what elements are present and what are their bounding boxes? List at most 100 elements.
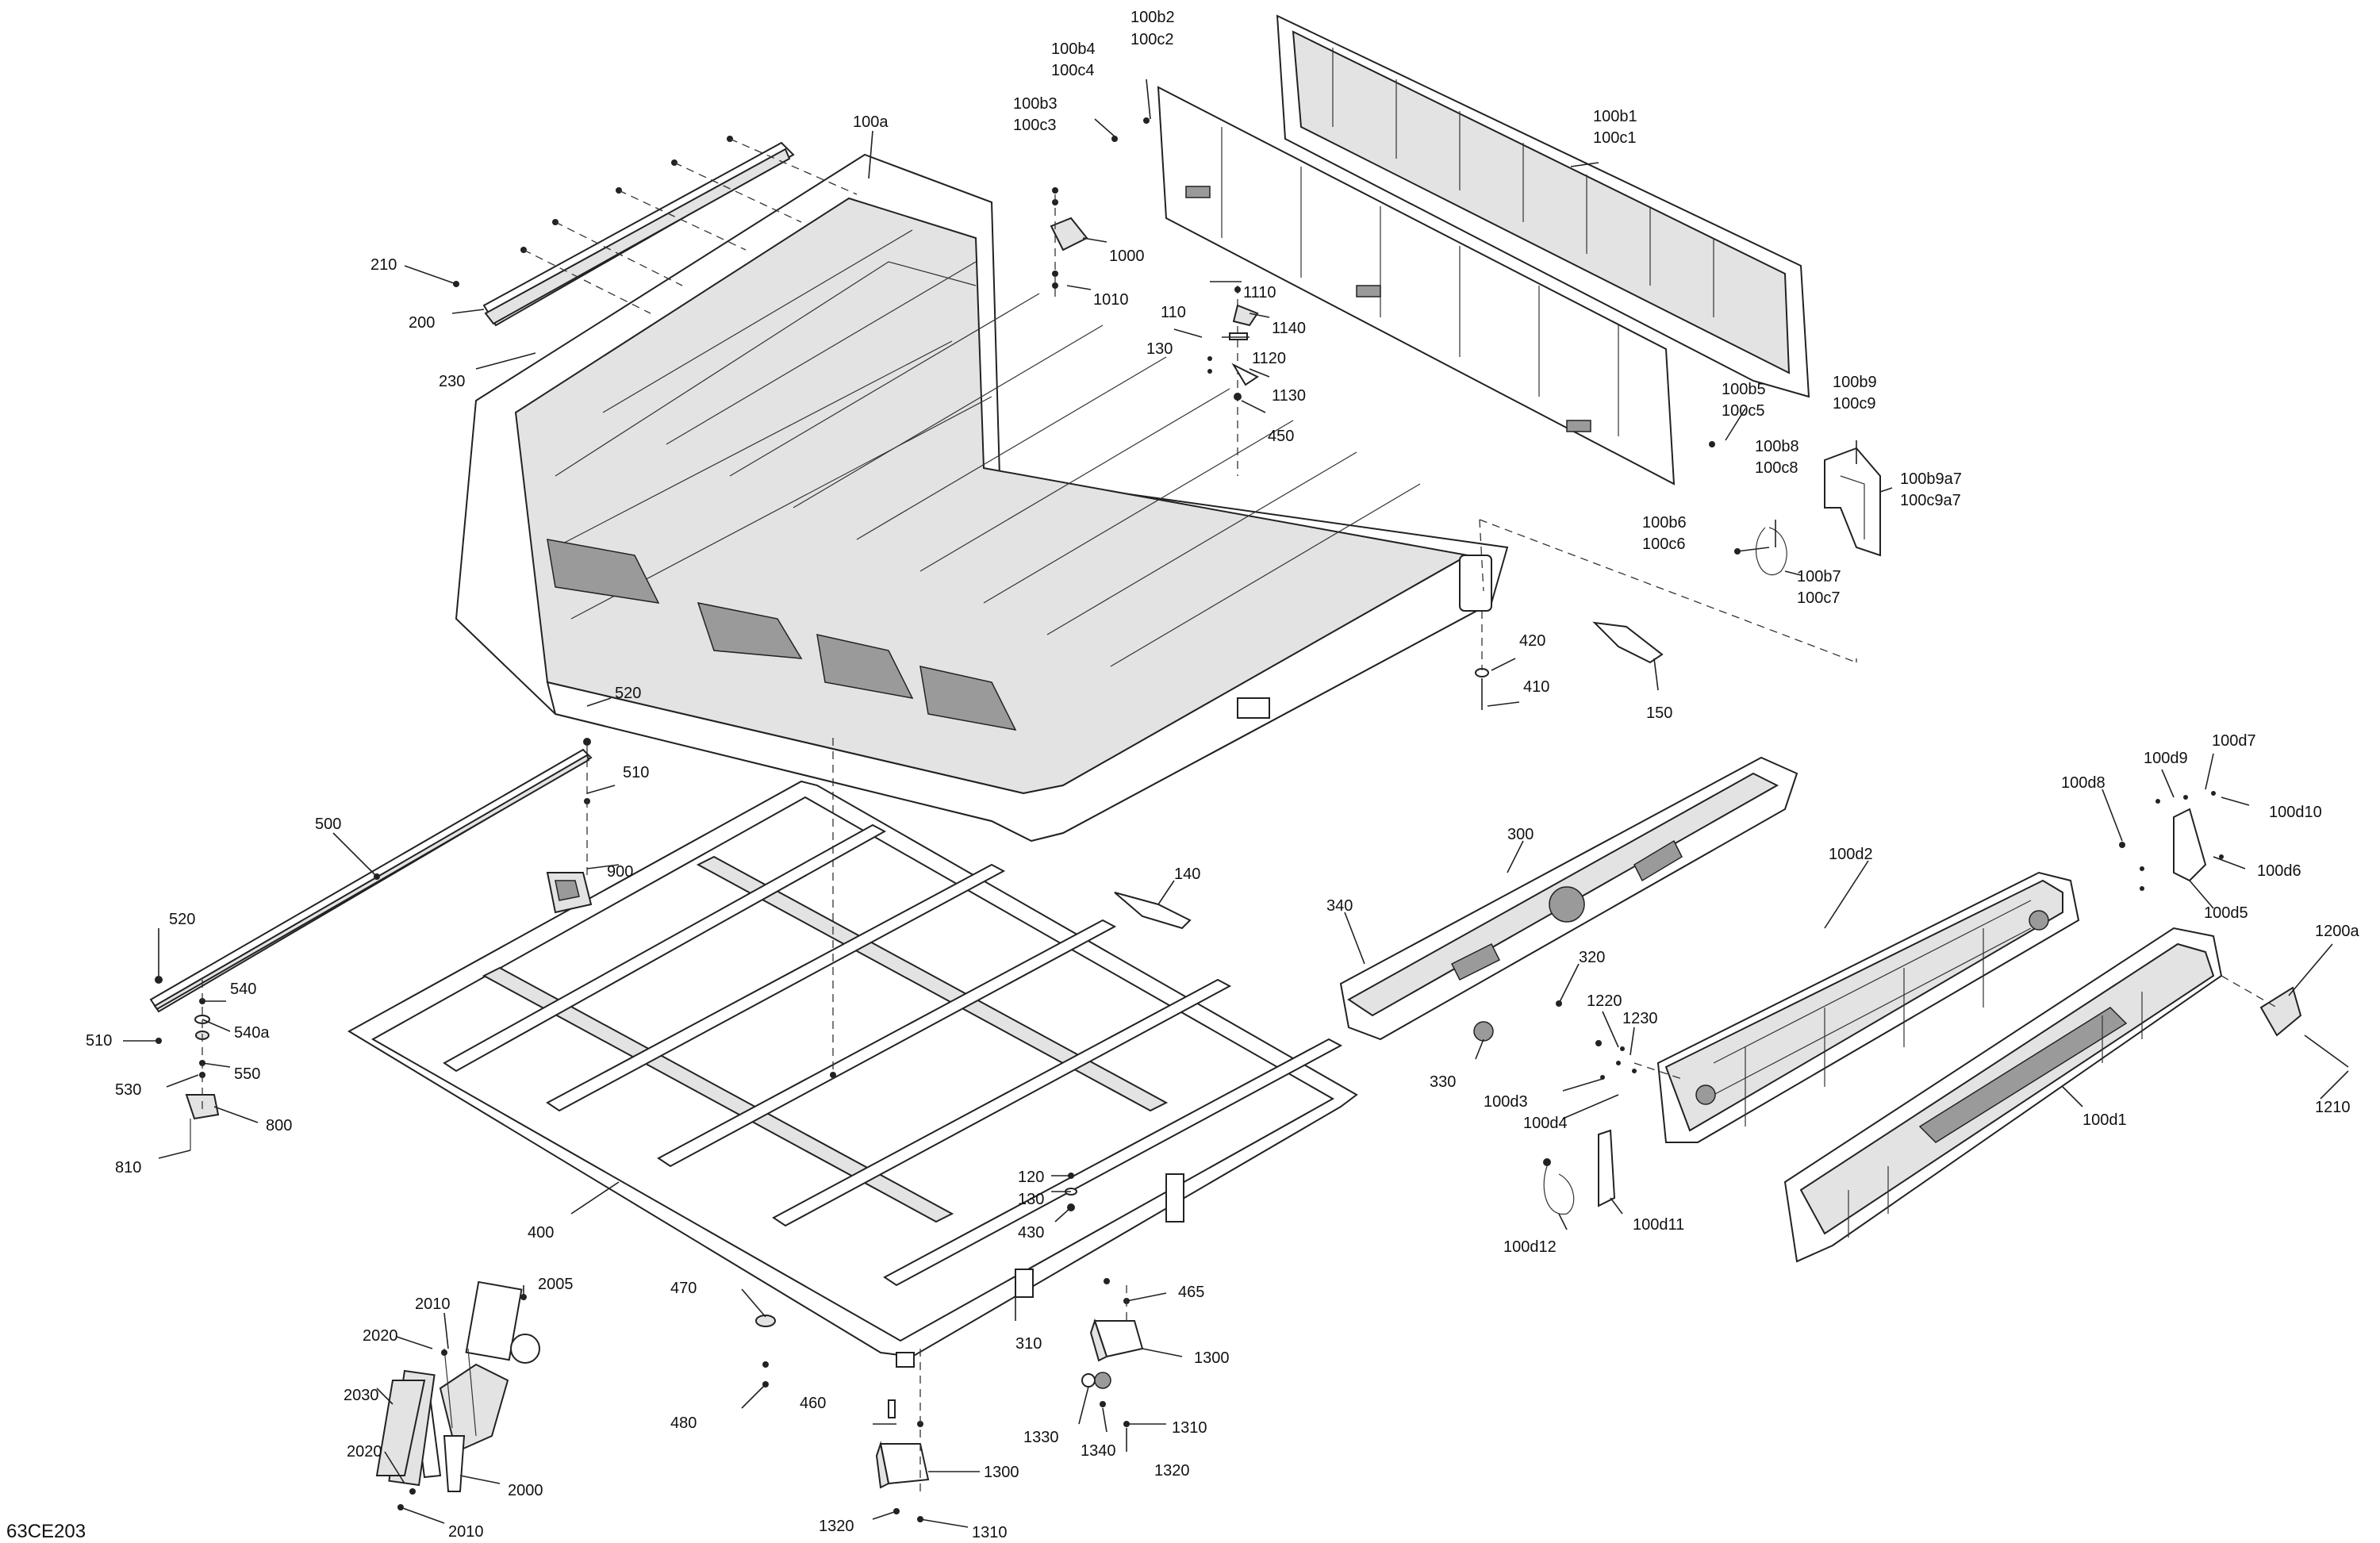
- cargo-rail: [453, 136, 858, 327]
- callout-110: 110: [1161, 304, 1186, 321]
- callout-320: 320: [1579, 949, 1605, 966]
- callout-100b3: 100b3: [1013, 95, 1058, 113]
- tailgate-outer-panel: [1783, 927, 2223, 1263]
- callout-100a: 100a: [853, 113, 889, 131]
- callout-420: 420: [1519, 632, 1545, 650]
- callout-100c9: 100c9: [1833, 395, 1876, 413]
- callout-230: 230: [439, 373, 465, 390]
- callout-500: 500: [315, 816, 341, 833]
- callout-470: 470: [670, 1280, 697, 1297]
- callout-1010: 1010: [1093, 291, 1129, 309]
- callout-100c7: 100c7: [1797, 589, 1841, 607]
- callout-100b4: 100b4: [1051, 40, 1096, 58]
- callout-510b: 510: [86, 1032, 112, 1050]
- callout-1300b: 1300: [984, 1464, 1019, 1481]
- callout-1120: 1120: [1252, 350, 1286, 367]
- callout-2010b: 2010: [448, 1523, 484, 1541]
- callout-100d3: 100d3: [1484, 1093, 1528, 1111]
- callout-550: 550: [234, 1065, 260, 1083]
- callout-210: 210: [370, 256, 397, 274]
- callout-100c2: 100c2: [1130, 31, 1174, 48]
- callout-100c9a7: 100c9a7: [1900, 492, 1961, 509]
- callout-200: 200: [409, 314, 435, 332]
- hardware-stack-1110: [1207, 286, 1259, 476]
- strap-100d11: [1543, 1129, 1616, 1215]
- callout-1300a: 1300: [1194, 1349, 1230, 1367]
- fastener-stack-470: [755, 1315, 776, 1388]
- callout-1320a: 1320: [1154, 1462, 1190, 1480]
- callout-1210: 1210: [2315, 1099, 2351, 1116]
- leader-lines: [123, 79, 2349, 1528]
- callout-1140: 1140: [1272, 320, 1306, 337]
- callout-310: 310: [1015, 1335, 1042, 1353]
- callout-140: 140: [1174, 866, 1200, 883]
- callout-340: 340: [1326, 897, 1353, 915]
- callout-100c8: 100c8: [1755, 459, 1798, 477]
- diagram-code: 63CE203: [6, 1521, 86, 1542]
- callout-100b8: 100b8: [1755, 438, 1799, 455]
- callout-130a: 130: [1146, 340, 1173, 358]
- tailgate-top-cap: [1339, 756, 1798, 1042]
- fastener-stack-1220: [1595, 1040, 1683, 1080]
- callout-100b9: 100b9: [1833, 374, 1877, 391]
- callout-400: 400: [528, 1224, 554, 1242]
- callout-100c3: 100c3: [1013, 117, 1057, 134]
- frame: [347, 738, 1358, 1368]
- callout-520b: 520: [169, 911, 195, 928]
- callout-1330: 1330: [1023, 1429, 1059, 1446]
- callout-100b5: 100b5: [1722, 381, 1766, 398]
- callout-100b2: 100b2: [1130, 9, 1175, 26]
- tailgate-inner-panel: [1656, 871, 2080, 1143]
- bracket-140: [1114, 892, 1192, 930]
- callout-900: 900: [607, 863, 633, 881]
- callout-1000: 1000: [1109, 248, 1145, 265]
- sleeve-2030: [375, 1380, 426, 1476]
- bracket-150: [1592, 621, 1664, 664]
- callout-100c1: 100c1: [1593, 129, 1637, 147]
- callout-100d4: 100d4: [1523, 1115, 1568, 1132]
- callout-1310b: 1310: [972, 1524, 1008, 1541]
- callout-1310a: 1310: [1172, 1419, 1207, 1437]
- callout-100c6: 100c6: [1642, 535, 1686, 553]
- callout-100d9: 100d9: [2144, 750, 2188, 767]
- bracket-900: [546, 872, 593, 914]
- callout-1130: 1130: [1272, 387, 1306, 405]
- fastener-410: [1475, 611, 1489, 710]
- callout-100d12: 100d12: [1503, 1238, 1557, 1256]
- callout-100d2: 100d2: [1829, 846, 1873, 863]
- callout-2030: 2030: [344, 1387, 379, 1404]
- cargo-box: [455, 153, 1509, 843]
- callout-100b1: 100b1: [1593, 108, 1637, 125]
- rear-panel: [1111, 14, 1810, 486]
- callout-300: 300: [1507, 826, 1534, 843]
- callout-450: 450: [1268, 428, 1294, 445]
- fastener-stack-540: [155, 976, 220, 1150]
- callout-2020a: 2020: [363, 1327, 398, 1345]
- hardware-stack-1000: [1050, 187, 1088, 301]
- callout-100b7: 100b7: [1797, 568, 1841, 585]
- callout-100d8: 100d8: [2061, 774, 2106, 792]
- callout-1340: 1340: [1081, 1442, 1116, 1460]
- callout-100d11: 100d11: [1633, 1216, 1684, 1234]
- callout-150: 150: [1646, 704, 1672, 722]
- callout-100d5: 100d5: [2204, 904, 2248, 922]
- side-rail: [149, 738, 593, 1013]
- callout-2000: 2000: [508, 1482, 543, 1499]
- callout-800: 800: [266, 1117, 292, 1134]
- callout-labels: 100a 100b2 100c2 100b4 100c4 100b3 100c3…: [86, 9, 2359, 1541]
- callout-460: 460: [800, 1395, 826, 1412]
- callout-120: 120: [1018, 1169, 1044, 1186]
- callout-330: 330: [1430, 1073, 1456, 1091]
- callout-465: 465: [1178, 1284, 1204, 1301]
- callout-130b: 130: [1018, 1191, 1044, 1208]
- callout-1110: 1110: [1243, 284, 1276, 301]
- latch-bracket: [1734, 447, 1881, 576]
- callout-2020b: 2020: [347, 1443, 382, 1460]
- callout-410: 410: [1523, 678, 1549, 696]
- callout-100d7: 100d7: [2212, 732, 2256, 750]
- callout-1230: 1230: [1622, 1010, 1658, 1027]
- callout-100c5: 100c5: [1722, 402, 1765, 420]
- callout-100d6: 100d6: [2257, 862, 2301, 880]
- callout-100d1: 100d1: [2082, 1111, 2127, 1129]
